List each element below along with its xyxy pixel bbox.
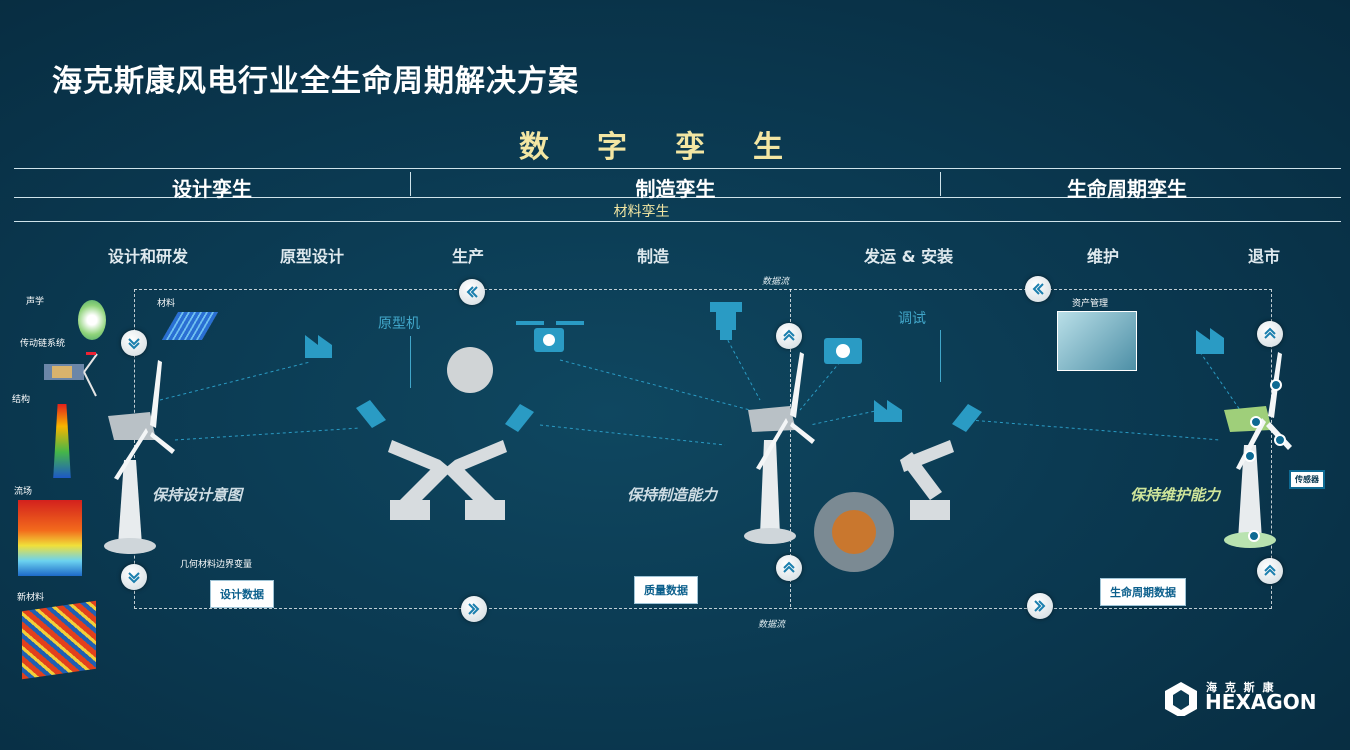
label-material: 材料: [157, 299, 176, 309]
stage-manufacturing: 制造: [637, 247, 670, 266]
chevron-down-icon[interactable]: [121, 564, 147, 590]
lifecycle-data-box: 生命周期数据: [1100, 578, 1186, 606]
chevron-right-icon[interactable]: [1027, 593, 1053, 619]
digital-twin-heading: 数字孪生: [519, 130, 831, 165]
label-drivetrain: 传动链系统: [20, 339, 66, 349]
stage-retirement: 退市: [1248, 247, 1281, 266]
acoustics-image: [78, 300, 106, 340]
data-flow-label-bottom: 数据流: [758, 620, 786, 630]
chevron-up-icon[interactable]: [1257, 321, 1283, 347]
hexagon-logo: [1163, 680, 1199, 720]
robot-arm-icon: [388, 440, 452, 520]
robot-arm-icon: [900, 440, 954, 520]
phase-lifecycle: 生命周期孪生: [1067, 177, 1187, 201]
phase-top-line: [14, 168, 1341, 169]
stage-shipping-install: 发运 & 安装: [864, 247, 954, 266]
chevron-up-icon[interactable]: [776, 323, 802, 349]
camera-icon: [824, 338, 862, 364]
caption-manufacturing-capability: 保持制造能力: [627, 486, 718, 504]
design-data-box: 设计数据: [210, 580, 274, 608]
flow-field-image: [18, 500, 82, 576]
phase-mid-line: [14, 197, 1341, 198]
label-asset-management: 资产管理: [1072, 299, 1109, 309]
label-debug: 调试: [898, 311, 926, 327]
data-flow-label-top: 数据流: [762, 277, 790, 287]
stage-production: 生产: [452, 247, 485, 266]
data-flow-divider: [790, 289, 791, 607]
material-twin: 材料孪生: [613, 204, 670, 220]
stage-prototype: 原型设计: [280, 247, 345, 266]
chevron-up-icon[interactable]: [1257, 558, 1283, 584]
label-acoustics: 声学: [26, 297, 45, 307]
label-flow-field: 流场: [14, 487, 33, 497]
phase-bottom-line: [14, 221, 1341, 222]
caption-design-intent: 保持设计意图: [152, 486, 243, 504]
phase-divider-1: [410, 172, 411, 196]
stage-design-rd: 设计和研发: [108, 247, 189, 266]
chevron-up-icon[interactable]: [776, 555, 802, 581]
label-new-material: 新材料: [17, 593, 45, 603]
wind-turbine-icon: [1224, 352, 1292, 548]
chevron-left-icon[interactable]: [459, 279, 485, 305]
robot-arm-icon: [443, 440, 507, 520]
quality-data-box: 质量数据: [634, 576, 698, 604]
debug-line: [940, 330, 941, 382]
drone-icon: [516, 321, 584, 352]
chevron-left-icon[interactable]: [1025, 276, 1051, 302]
phase-manufacture: 制造孪生: [635, 177, 716, 201]
stage-maintenance: 维护: [1087, 247, 1120, 266]
label-geometry-boundary: 几何材料边界变量: [180, 560, 253, 570]
scanner-icon: [710, 302, 742, 340]
wind-turbine-icon: [104, 360, 175, 554]
structure-image: [53, 404, 71, 478]
logo-en: HEXAGON: [1205, 690, 1317, 714]
label-prototype-machine: 原型机: [378, 316, 420, 332]
caption-maintenance-capability: 保持维护能力: [1130, 486, 1221, 504]
chevron-down-icon[interactable]: [121, 330, 147, 356]
wind-turbine-icon: [744, 352, 815, 544]
phase-divider-2: [940, 172, 941, 196]
logo-cn: 海 克 斯 康: [1206, 681, 1276, 694]
asset-management-image: [1057, 311, 1137, 371]
drivetrain-image: [42, 352, 98, 400]
phase-design: 设计孪生: [172, 177, 252, 201]
sensor-label: 传感器: [1289, 470, 1325, 489]
label-structure: 结构: [12, 395, 31, 405]
chevron-right-icon[interactable]: [461, 596, 487, 622]
factory-icon: [305, 328, 1224, 422]
page-title: 海克斯康风电行业全生命周期解决方案: [52, 64, 579, 99]
prototype-line: [410, 336, 411, 388]
